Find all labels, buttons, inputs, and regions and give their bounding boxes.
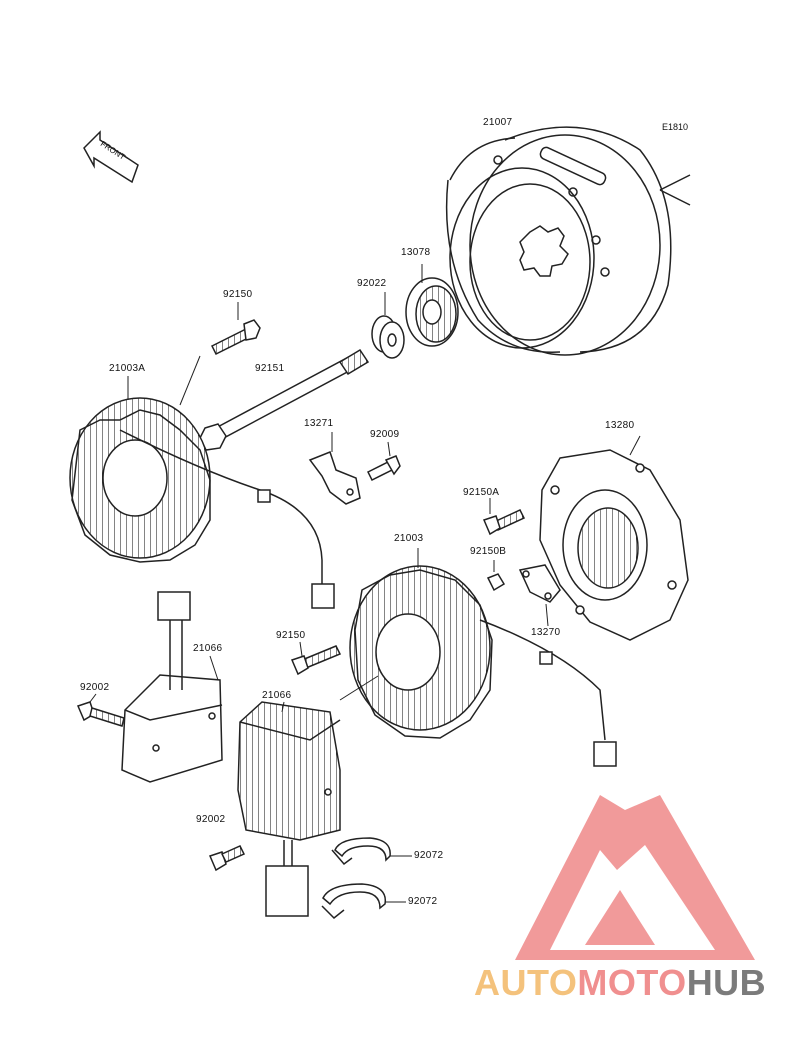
gear-13078 [405,264,459,347]
bolt-92150A [482,498,526,536]
label-21003A: 21003A [109,363,146,374]
label-92150-top: 92150 [223,289,253,300]
brand-part-moto: MOTO [577,962,687,1003]
regulator-21066-b [237,701,341,917]
regulator-21066-a [121,591,223,783]
diagram-code: E1810 [662,122,689,132]
label-92151: 92151 [255,363,285,374]
washer-92022 [371,292,405,359]
clamp-92072-b [321,883,406,920]
bolt-92150B [486,560,506,592]
label-92150A: 92150A [463,487,500,498]
front-arrow-icon [83,130,139,184]
watermark-brand: AUTOMOTOHUB [474,962,766,1004]
label-13270: 13270 [531,627,561,638]
stator-21003A [69,376,335,609]
bolt-92002-a [76,693,125,727]
label-92072-b: 92072 [408,896,438,907]
bolt-92150-mid [290,641,342,676]
label-92150B: 92150B [470,546,507,557]
screw-92009 [366,441,401,482]
stator-21003 [339,548,617,767]
cover-13280 [539,435,689,641]
label-92150-mid: 92150 [276,630,306,641]
label-92009: 92009 [370,429,400,440]
bolt-92150-top [179,302,261,406]
label-13078: 13078 [401,247,431,258]
bolt-92002-b [208,845,246,872]
label-21066-b: 21066 [262,690,292,701]
label-92002-a: 92002 [80,682,110,693]
label-21066-a: 21066 [193,643,223,654]
label-13280: 13280 [605,420,635,431]
brand-part-auto: AUTO [474,962,578,1003]
label-21003: 21003 [394,533,424,544]
label-21007: 21007 [483,117,513,128]
label-92072-a: 92072 [414,850,444,861]
rotor-21007 [445,126,691,356]
label-92022: 92022 [357,278,387,289]
plate-13270 [518,564,561,627]
brand-part-hub: HUB [686,962,767,1003]
label-13271: 13271 [304,418,334,429]
label-92002-b: 92002 [196,814,226,825]
clamp-92072-a [331,837,412,866]
bracket-13271 [308,432,361,505]
watermark-logo-icon [515,795,755,960]
